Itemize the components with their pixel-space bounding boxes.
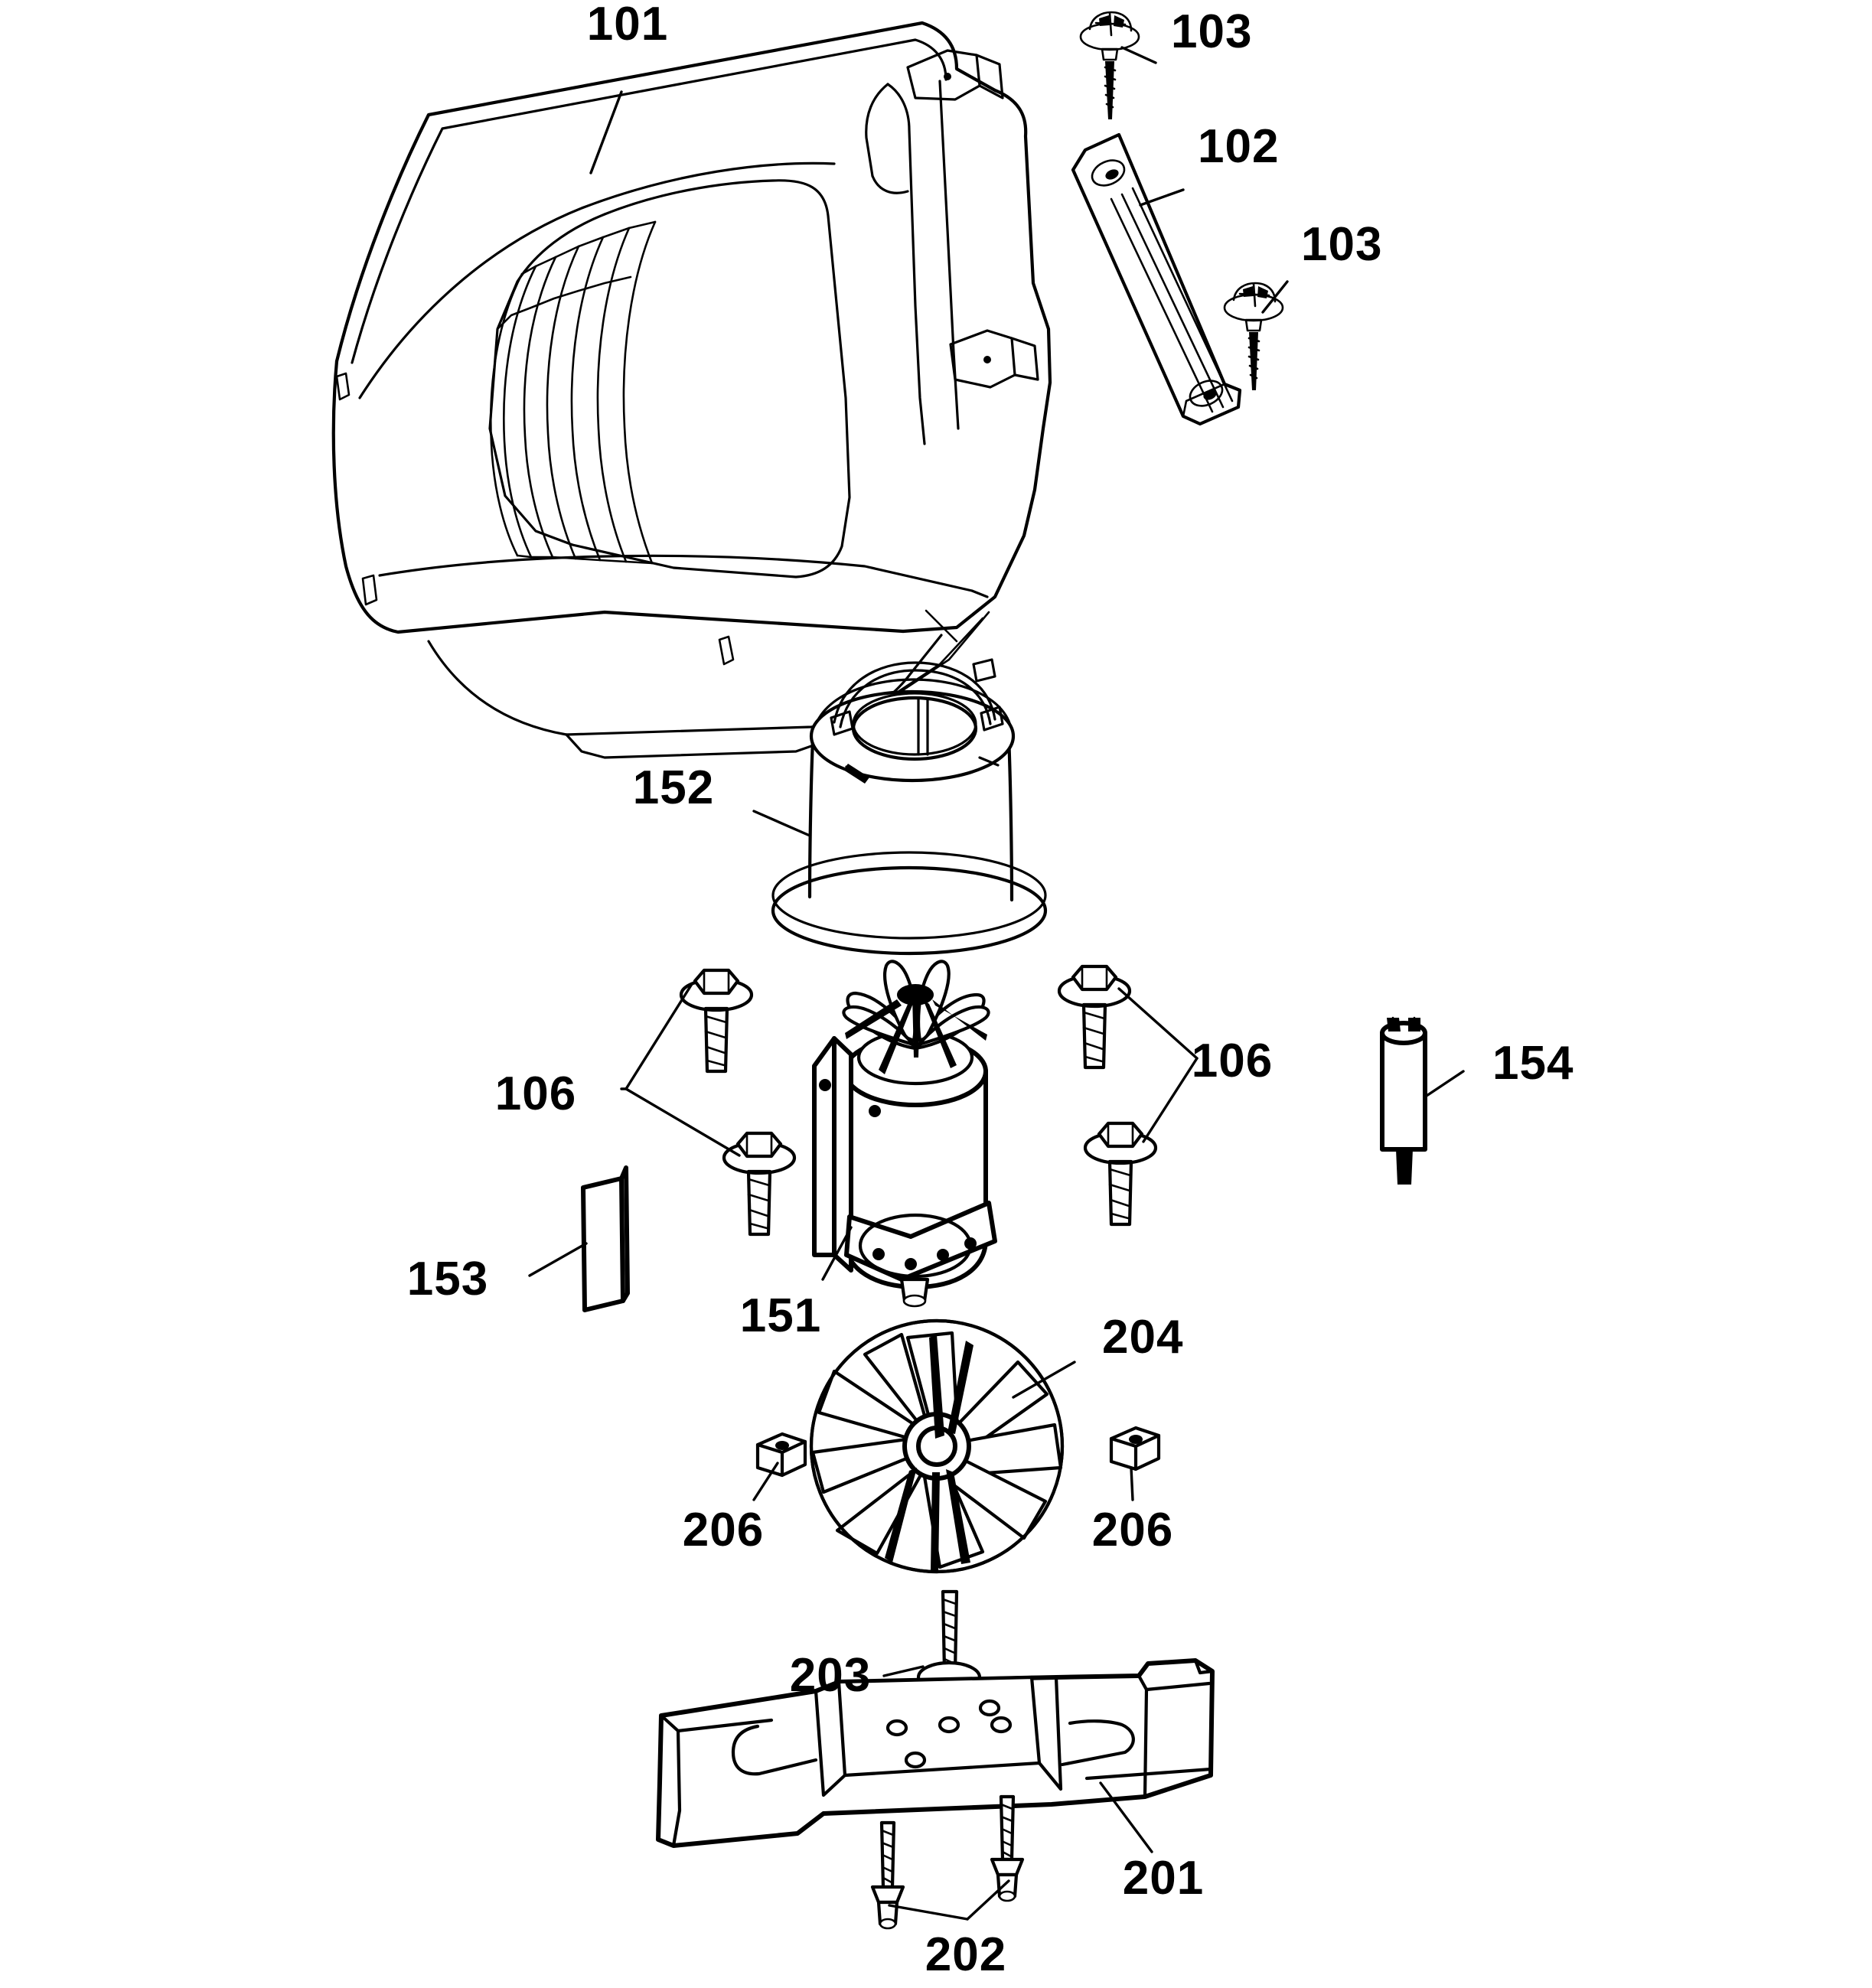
callout-204: 204: [1102, 1311, 1183, 1364]
callout-206-left: 206: [683, 1504, 764, 1556]
part-153-insulation-plate: [581, 1165, 630, 1312]
callout-106-right: 106: [1192, 1035, 1273, 1087]
leader-101: [589, 90, 623, 174]
leader-103-lower: [1261, 280, 1289, 314]
leader-151: [821, 1226, 853, 1281]
part-206-fan-key-right: [1109, 1426, 1161, 1471]
part-154-capacitor: [1380, 1016, 1427, 1185]
callout-153: 153: [407, 1253, 488, 1305]
callout-203: 203: [790, 1649, 871, 1702]
part-101-motor-housing-cover: [331, 21, 1052, 759]
leader-206-left: [752, 1462, 779, 1501]
callout-102: 102: [1198, 120, 1279, 173]
callout-201: 201: [1123, 1852, 1204, 1905]
part-201-cutting-blade: [656, 1658, 1215, 1848]
part-206-fan-key-left: [755, 1432, 807, 1478]
part-202-screw-left: [870, 1820, 905, 1930]
leader-154: [1425, 1070, 1465, 1097]
leader-152: [752, 810, 811, 837]
callout-101: 101: [587, 0, 668, 51]
leader-201: [1099, 1781, 1153, 1853]
part-106-hex-bolt-lower-left: [722, 1131, 797, 1237]
part-102-bracket-rail: [1071, 132, 1242, 426]
callout-154: 154: [1492, 1037, 1574, 1090]
part-202-screw-right: [990, 1794, 1025, 1902]
leader-103-top: [1120, 46, 1157, 64]
part-106-hex-bolt-upper-left: [679, 968, 754, 1074]
part-103-screw-top: [1079, 11, 1140, 119]
callout-103-top: 103: [1171, 5, 1252, 58]
callout-206-right: 206: [1092, 1504, 1173, 1556]
callout-106-left: 106: [495, 1067, 576, 1120]
part-152-motor-shroud: [771, 658, 1048, 956]
leader-204: [1012, 1361, 1076, 1399]
part-204-cooling-fan: [809, 1318, 1065, 1574]
part-106-hex-bolt-lower-right: [1083, 1121, 1158, 1227]
leader-203: [882, 1665, 925, 1677]
callout-152: 152: [633, 761, 714, 814]
callout-103-lower: 103: [1301, 218, 1382, 271]
part-106-hex-bolt-upper-right: [1057, 964, 1132, 1070]
callout-151: 151: [740, 1289, 821, 1342]
callout-202: 202: [925, 1928, 1006, 1981]
leader-102: [1139, 188, 1185, 207]
leader-206-right: [1130, 1466, 1134, 1501]
part-103-screw-lower: [1223, 282, 1284, 390]
leader-153: [528, 1242, 588, 1277]
part-151-electric-motor: [812, 960, 997, 1308]
